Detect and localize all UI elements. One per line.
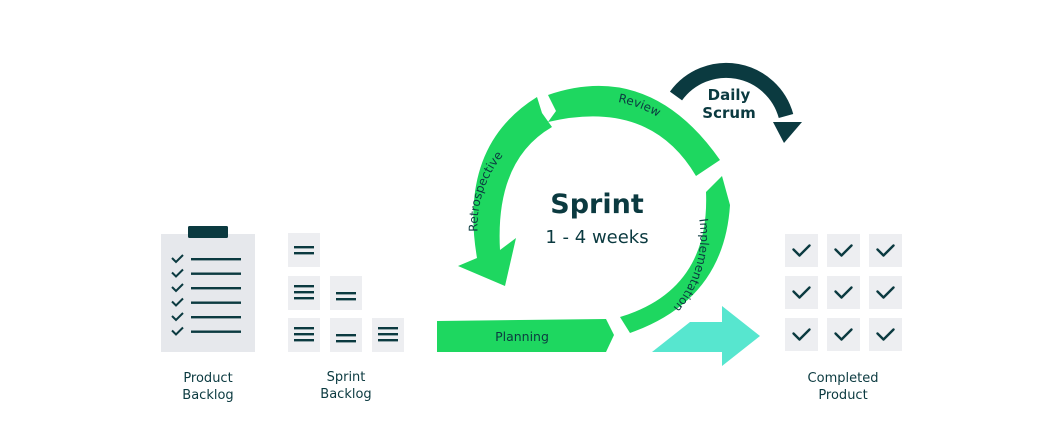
check-icon — [876, 244, 895, 257]
checklist — [171, 254, 241, 336]
review-segment — [548, 85, 720, 176]
completed-product-grid — [785, 234, 902, 351]
checklist-row — [171, 297, 241, 307]
completed-item-tile — [869, 234, 902, 267]
sprint-duration: 1 - 4 weeks — [545, 227, 648, 248]
check-icon — [792, 244, 811, 257]
planning-segment — [437, 319, 614, 352]
completed-item-tile — [785, 318, 818, 351]
implementation-segment — [620, 176, 730, 333]
checklist-row — [171, 326, 241, 336]
checklist-row — [171, 268, 241, 278]
checklist-row — [171, 312, 241, 322]
check-icon — [171, 297, 184, 307]
check-icon — [834, 244, 853, 257]
completed-product-caption: Completed Product — [807, 371, 879, 403]
planning-label: Planning — [495, 329, 549, 344]
check-icon — [834, 286, 853, 299]
daily-scrum-arrow — [669, 62, 802, 143]
checklist-row — [171, 283, 241, 293]
sprint-title: Sprint — [550, 189, 644, 220]
completed-item-tile — [827, 276, 860, 309]
sprint-cycle — [437, 85, 730, 352]
check-icon — [792, 328, 811, 341]
completed-item-tile — [785, 276, 818, 309]
check-icon — [171, 312, 184, 322]
checklist-row — [171, 254, 241, 264]
check-icon — [876, 286, 895, 299]
retrospective-segment — [458, 97, 552, 286]
product-backlog-clipboard-icon — [161, 226, 255, 352]
check-icon — [171, 254, 184, 264]
completed-item-tile — [785, 234, 818, 267]
completed-item-tile — [869, 318, 902, 351]
check-icon — [792, 286, 811, 299]
check-icon — [834, 328, 853, 341]
check-icon — [876, 328, 895, 341]
product-backlog-caption: Product Backlog — [182, 371, 234, 403]
backlog-item-tile — [288, 233, 320, 267]
completed-item-tile — [827, 234, 860, 267]
completed-item-tile — [827, 318, 860, 351]
check-icon — [171, 283, 184, 293]
sprint-backlog-tiles — [288, 233, 404, 352]
check-icon — [171, 326, 184, 336]
sprint-backlog-caption: Sprint Backlog — [320, 370, 372, 402]
completed-item-tile — [869, 276, 902, 309]
output-arrow — [652, 306, 760, 366]
daily-scrum-label-line1: Daily — [708, 86, 751, 104]
daily-scrum-label-line2: Scrum — [702, 104, 755, 122]
check-icon — [171, 268, 184, 278]
